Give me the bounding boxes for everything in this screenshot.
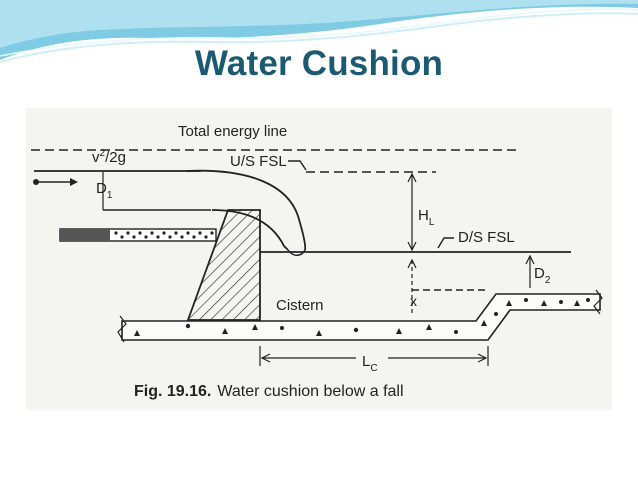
slide-title: Water Cushion [194, 44, 444, 83]
x-arrow-top [407, 258, 417, 269]
label-lc: LC [362, 353, 378, 374]
us-bed-dots [114, 231, 214, 239]
lc-arrow-left [260, 353, 271, 363]
hl-arrow-bottom [407, 241, 417, 252]
break-marker-left [117, 315, 127, 343]
label-d1: D1 [96, 180, 113, 201]
label-us-fsl: U/S FSL [230, 153, 287, 170]
flow-arrow-head [70, 178, 78, 186]
fall-wall [186, 209, 261, 321]
us-fsl-pointer [288, 160, 307, 171]
wave-line [0, 12, 638, 63]
concrete-aggregate [134, 298, 590, 336]
decorative-wave-header [0, 0, 638, 63]
wave-line-2 [0, 8, 638, 57]
label-velocity-head: v2/2g [92, 148, 126, 166]
nappe-upper-curve [185, 169, 307, 251]
hl-arrow-top [407, 172, 417, 183]
nappe-lower-curve [211, 209, 289, 251]
label-cistern: Cistern [276, 297, 324, 314]
lc-arrow-right [477, 353, 488, 363]
water-cushion-diagram: Total energy line v2/2g U/S FSL D1 [26, 108, 612, 410]
break-marker-right [593, 289, 603, 315]
label-total-energy-line: Total energy line [178, 123, 287, 140]
label-ds-fsl: D/S FSL [458, 229, 515, 246]
ds-fsl-pointer [437, 237, 454, 249]
d2-arrow-top [525, 254, 535, 265]
cistern-floor [121, 293, 601, 341]
us-bed-dark [60, 229, 110, 241]
wave-band-light [0, 0, 638, 48]
flow-arrow-dot [33, 179, 39, 185]
figure-caption: Fig. 19.16.Water cushion below a fall [134, 383, 404, 400]
label-hl: HL [418, 207, 435, 228]
label-x: x [410, 293, 417, 309]
figure-background [26, 108, 612, 410]
label-d2: D2 [534, 265, 551, 286]
